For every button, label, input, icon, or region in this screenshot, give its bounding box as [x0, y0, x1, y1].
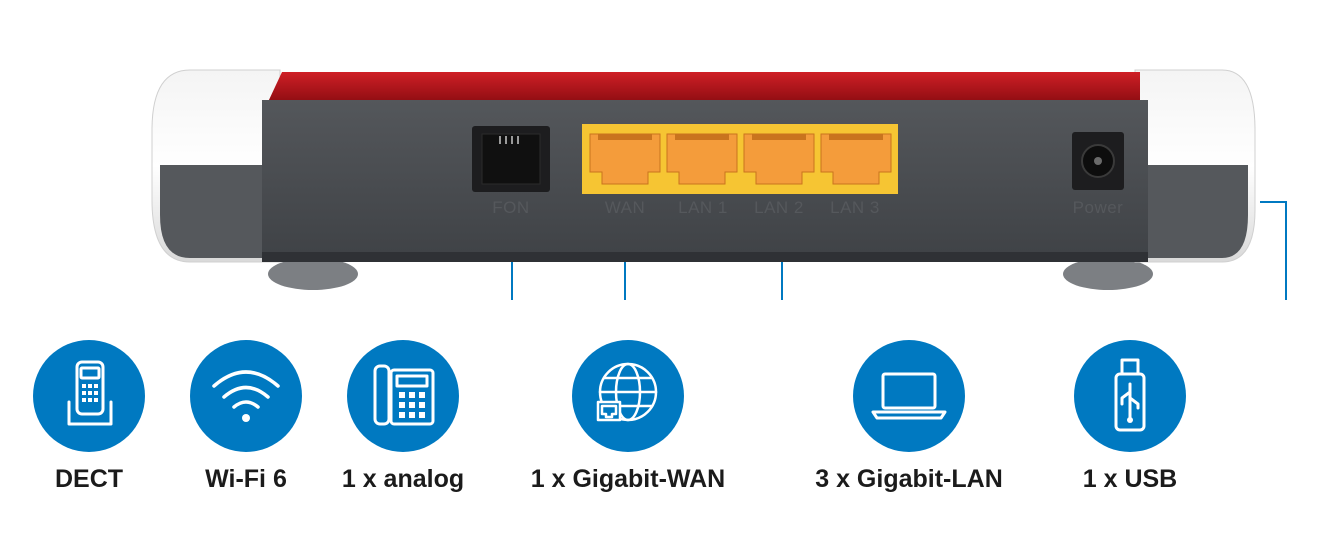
- lan3-port: [820, 133, 892, 185]
- dect-phone-icon: [33, 340, 145, 452]
- router-cap-left-shade: [160, 165, 270, 258]
- globe-icon: [572, 340, 684, 452]
- feature-label-wan: 1 x Gigabit-WAN: [530, 465, 726, 493]
- usb-stick-icon: [1074, 340, 1186, 452]
- port-label-lan3: LAN 3: [830, 198, 880, 217]
- port-label-power: Power: [1072, 198, 1124, 217]
- connector-line-lan: [781, 262, 783, 300]
- feature-label-wifi: Wi-Fi 6: [205, 465, 287, 493]
- router-foot-right: [1063, 258, 1153, 290]
- feature-wan: 1 x Gigabit-WAN: [518, 340, 738, 494]
- connector-line-usb: [1260, 201, 1287, 300]
- feature-label-lan: 3 x Gigabit-LAN: [815, 465, 1003, 493]
- port-label-wan: WAN: [604, 198, 646, 217]
- feature-wifi: Wi-Fi 6: [136, 340, 356, 494]
- lan2-port: [743, 133, 815, 185]
- feature-dect: DECT: [0, 340, 199, 494]
- router-foot-left: [268, 258, 358, 290]
- connector-line-analog: [511, 262, 513, 300]
- feature-lan: 3 x Gigabit-LAN: [799, 340, 1019, 494]
- feature-label-dect: DECT: [54, 465, 124, 493]
- router-back-panel: [151, 69, 1287, 300]
- feature-label-analog: 1 x analog: [341, 465, 465, 493]
- feature-label-usb: 1 x USB: [1082, 465, 1178, 493]
- feature-usb: 1 x USB: [1020, 340, 1240, 494]
- desk-phone-icon: [347, 340, 459, 452]
- laptop-icon: [853, 340, 965, 452]
- port-label-lan2: LAN 2: [754, 198, 804, 217]
- port-label-lan1: LAN 1: [678, 198, 728, 217]
- router-red-top: [268, 72, 1140, 102]
- lan1-port: [666, 133, 738, 185]
- wan-port: [589, 133, 661, 185]
- wifi-icon: [190, 340, 302, 452]
- feature-analog: 1 x analog: [293, 340, 513, 494]
- port-label-fon: FON: [492, 198, 530, 217]
- router-cap-right-shade: [1145, 165, 1248, 258]
